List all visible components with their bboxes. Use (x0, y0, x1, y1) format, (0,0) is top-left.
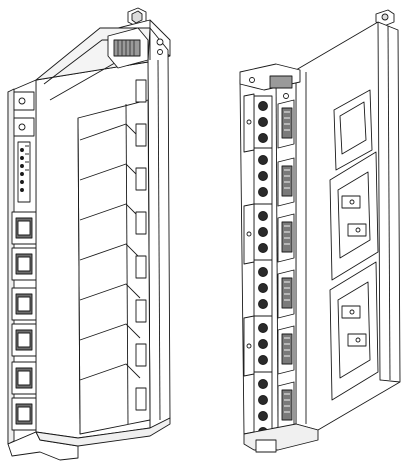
panel-cutouts (329, 89, 379, 401)
connector-slot-6 (11, 397, 37, 431)
top-mount (239, 63, 301, 99)
connector-module-5 (277, 325, 295, 375)
internal-brackets (341, 195, 367, 347)
flange-ears (243, 93, 255, 377)
side-slot-column (135, 79, 147, 411)
connector-slot-3 (11, 287, 37, 321)
right-module-rear-view (239, 9, 401, 453)
rect-connector-modules (277, 99, 295, 431)
left-module-front-view (7, 7, 171, 461)
top-pin (375, 9, 395, 27)
connector-slot-5 (11, 361, 37, 395)
connector-module-3 (277, 213, 295, 263)
top-connector-block (107, 27, 164, 69)
bottom-plate (35, 417, 171, 447)
connector-module-6 (277, 381, 295, 431)
connector-slot-1 (11, 211, 37, 245)
connector-module-1 (277, 99, 295, 149)
indicator-panel (17, 141, 31, 203)
bottom-tab (255, 439, 277, 453)
front-connector-slots (11, 211, 37, 431)
round-connector-strip (253, 95, 273, 443)
chassis-body (35, 27, 151, 439)
inner-baffles (79, 123, 141, 381)
connector-slot-4 (11, 323, 37, 357)
connector-module-2 (277, 157, 295, 207)
connector-slot-2 (11, 247, 37, 281)
connector-module-4 (277, 269, 295, 319)
